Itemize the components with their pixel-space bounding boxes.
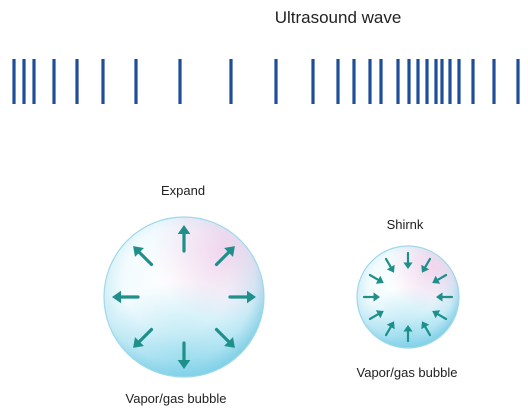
arrow-inward-icon [432, 273, 448, 284]
expand-bubble-caption: Vapor/gas bubble [126, 391, 227, 406]
shrinking-bubble [356, 245, 460, 349]
arrow-inward-icon [403, 325, 413, 343]
expand-state-label: Expand [161, 183, 205, 198]
outward-arrows [112, 225, 256, 369]
arrow-inward-icon [368, 273, 384, 284]
arrow-inward-icon [432, 310, 448, 321]
arrow-outward-icon [214, 327, 235, 348]
ultrasound-wave-lines [12, 59, 520, 104]
arrow-inward-icon [421, 257, 432, 273]
arrow-inward-icon [421, 321, 432, 337]
arrow-inward-icon [362, 292, 380, 302]
inward-arrows [362, 251, 454, 343]
expanding-bubble-group: Expand Vapor/gas bubble [103, 183, 265, 406]
shrink-bubble-caption: Vapor/gas bubble [357, 365, 458, 380]
arrow-inward-icon [436, 292, 454, 302]
arrow-inward-icon [403, 251, 413, 269]
arrow-outward-icon [177, 341, 191, 369]
arrow-outward-icon [177, 225, 191, 253]
arrow-outward-icon [133, 327, 154, 348]
arrow-outward-icon [112, 290, 140, 304]
arrow-inward-icon [368, 310, 384, 321]
arrow-outward-icon [133, 246, 154, 267]
arrow-outward-icon [228, 290, 256, 304]
arrow-outward-icon [214, 246, 235, 267]
shrinking-bubble-group: Shirnk Vapor/gas bubble [356, 217, 460, 380]
shrink-state-label: Shirnk [387, 217, 424, 232]
arrow-inward-icon [384, 257, 395, 273]
diagram-title: Ultrasound wave [275, 8, 402, 27]
arrow-inward-icon [384, 321, 395, 337]
